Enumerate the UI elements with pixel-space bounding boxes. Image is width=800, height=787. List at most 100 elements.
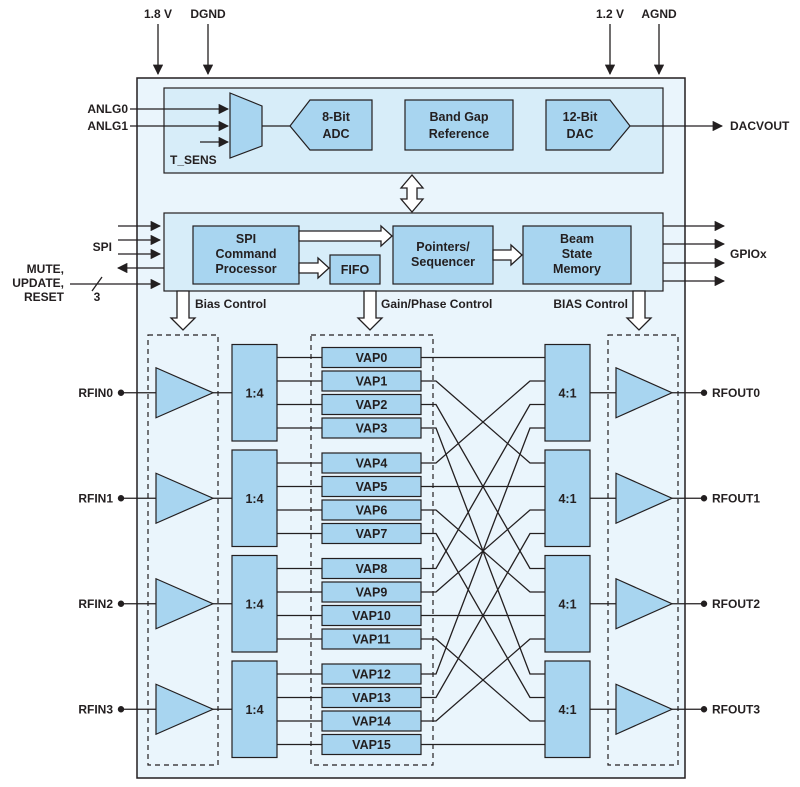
vap-label-14: VAP14 xyxy=(352,715,391,729)
input-amp-2 xyxy=(155,577,215,630)
adc-block xyxy=(289,99,373,151)
rfin-label-2: RFIN2 xyxy=(78,597,113,611)
rfout-label-3: RFOUT3 xyxy=(712,702,760,716)
bandgap-label-line1: Band Gap xyxy=(429,110,488,124)
vap-label-12: VAP12 xyxy=(352,668,391,682)
beam-label-line1: Beam xyxy=(560,232,594,246)
rfout-label-1: RFOUT1 xyxy=(712,491,760,505)
output-amp-2 xyxy=(615,577,674,630)
input-amp-1 xyxy=(155,472,215,525)
vap-label-5: VAP5 xyxy=(356,480,388,494)
rfout-label-2: RFOUT2 xyxy=(712,597,760,611)
adc-label-line2: ADC xyxy=(322,127,349,141)
pin-label-1v2: 1.2 V xyxy=(596,7,624,21)
splitter-3 xyxy=(231,660,278,759)
control-arrows: Bias Control Gain/Phase Control BIAS Con… xyxy=(169,290,653,331)
rfout-pin-0 xyxy=(700,389,708,396)
output-amp-3 xyxy=(615,683,674,736)
input-amp-3 xyxy=(155,683,215,736)
analog-mux xyxy=(229,92,263,159)
bias-out-arrow xyxy=(625,290,653,331)
output-amp-1 xyxy=(615,472,674,525)
power-pins: 1.8 V DGND 1.2 V AGND xyxy=(144,7,677,76)
vap-label-6: VAP6 xyxy=(356,504,388,518)
combiner-label-2: 4:1 xyxy=(558,597,576,611)
gpio-label: GPIOx xyxy=(730,247,767,261)
vap-label-11: VAP11 xyxy=(353,633,391,647)
crossbar-wire-14 xyxy=(421,638,545,722)
digital-section: SPI MUTE, UPDATE, RESET 3 SPI Command Pr… xyxy=(12,212,767,304)
gain-phase-arrow xyxy=(356,290,384,331)
rfout-pin-2 xyxy=(700,600,708,607)
vap-label-1: VAP1 xyxy=(356,375,388,389)
bandgap-block xyxy=(404,99,514,151)
crossbar-wire-13 xyxy=(421,532,545,699)
gain-phase-label: Gain/Phase Control xyxy=(381,297,492,311)
control-bus-slash xyxy=(91,276,103,292)
rfin-label-3: RFIN3 xyxy=(78,702,113,716)
spi-block-line2: Command xyxy=(215,247,276,261)
rfin-label-1: RFIN1 xyxy=(78,491,113,505)
vap-label-13: VAP13 xyxy=(352,691,391,705)
fifo-label: FIFO xyxy=(341,263,370,277)
spi-command-block xyxy=(192,225,300,285)
output-amp-group xyxy=(607,334,679,766)
beam-state-block xyxy=(522,225,632,285)
pin-label-agnd: AGND xyxy=(641,7,677,21)
fifo-block xyxy=(329,254,381,285)
reset-label: RESET xyxy=(24,290,65,304)
splitter-label-1: 1:4 xyxy=(245,492,263,506)
vap-label-10: VAP10 xyxy=(352,609,391,623)
dac-label-line2: DAC xyxy=(566,127,593,141)
rfout-label-0: RFOUT0 xyxy=(712,386,760,400)
splitter-label-0: 1:4 xyxy=(245,386,263,400)
anlg1-label: ANLG1 xyxy=(87,119,128,133)
combiner-0 xyxy=(544,343,591,442)
bias-out-label: BIAS Control xyxy=(553,297,628,311)
spi-to-pointers-arrow xyxy=(298,224,393,248)
spi-block-line3: Processor xyxy=(215,262,276,276)
vap-label-8: VAP8 xyxy=(356,562,388,576)
pointers-to-beam-arrow xyxy=(492,243,523,267)
pointers-block xyxy=(392,225,494,285)
splitter-label-3: 1:4 xyxy=(245,703,263,717)
combiner-label-0: 4:1 xyxy=(558,386,576,400)
mute-label: MUTE, xyxy=(27,262,64,276)
splitter-1 xyxy=(231,449,278,548)
combiner-3 xyxy=(544,660,591,759)
rfout-pin-1 xyxy=(700,495,708,502)
spi-block-line1: SPI xyxy=(236,232,256,246)
input-amp-group xyxy=(147,334,219,766)
vap-label-2: VAP2 xyxy=(356,398,388,412)
bandgap-label-line2: Reference xyxy=(429,127,489,141)
beam-label-line3: Memory xyxy=(553,262,601,276)
input-amp-0 xyxy=(155,366,215,419)
spi-to-fifo-arrow xyxy=(298,256,330,280)
vap-label-0: VAP0 xyxy=(356,351,388,365)
spi-label: SPI xyxy=(93,240,112,254)
adc-label-line1: 8-Bit xyxy=(322,110,351,124)
splitter-label-2: 1:4 xyxy=(245,597,263,611)
pin-label-1v8: 1.8 V xyxy=(144,7,172,21)
vap-label-15: VAP15 xyxy=(352,738,391,752)
splitter-2 xyxy=(231,554,278,653)
bias-control-label: Bias Control xyxy=(195,297,266,311)
combiner-2 xyxy=(544,554,591,653)
vap-label-4: VAP4 xyxy=(356,457,388,471)
crossbar-wire-12 xyxy=(421,427,545,675)
rfout-pin-3 xyxy=(700,706,708,713)
vap-label-7: VAP7 xyxy=(356,527,388,541)
crossbar-wire-4 xyxy=(421,380,545,464)
rfin-label-0: RFIN0 xyxy=(78,386,113,400)
internal-bus-arrow xyxy=(399,173,425,214)
tsens-label: T_SENS xyxy=(170,153,217,167)
combiner-label-1: 4:1 xyxy=(558,492,576,506)
analog-section: ANLG0 ANLG1 T_SENS 8-Bit ADC Band Gap Re… xyxy=(87,87,790,174)
control-bus-width: 3 xyxy=(94,290,101,304)
output-amp-0 xyxy=(615,366,674,419)
vap-group xyxy=(310,334,434,766)
vap-label-9: VAP9 xyxy=(356,586,388,600)
vap-label-3: VAP3 xyxy=(356,422,388,436)
